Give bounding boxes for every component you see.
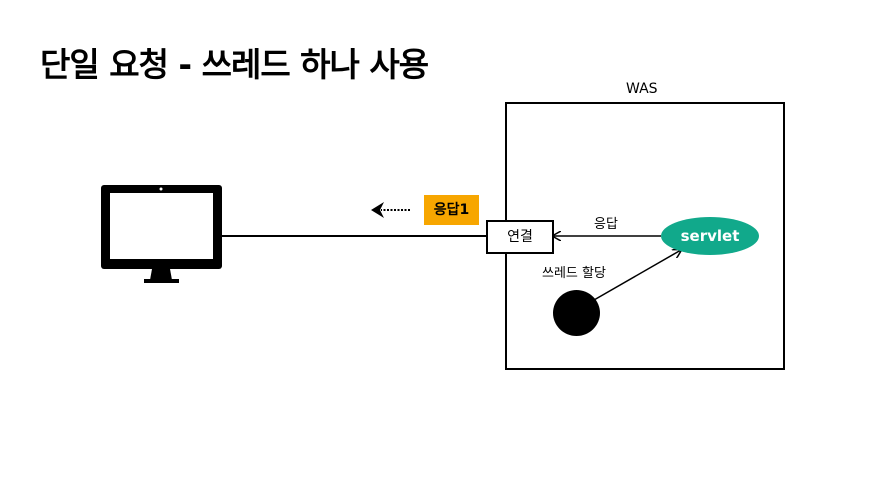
thread-to-servlet-arrow [593,250,681,301]
was-label: WAS [626,81,658,97]
thread-dot [553,290,600,336]
connection-box: 연결 [486,220,554,254]
response-badge: 응답1 [424,195,479,225]
page-title: 단일 요청 - 쓰레드 하나 사용 [40,45,429,84]
response-return-arrow [371,202,410,218]
servlet-node: servlet [661,217,759,255]
thread-label: 쓰레드 할당 [542,266,606,281]
response-label: 응답 [594,217,618,232]
